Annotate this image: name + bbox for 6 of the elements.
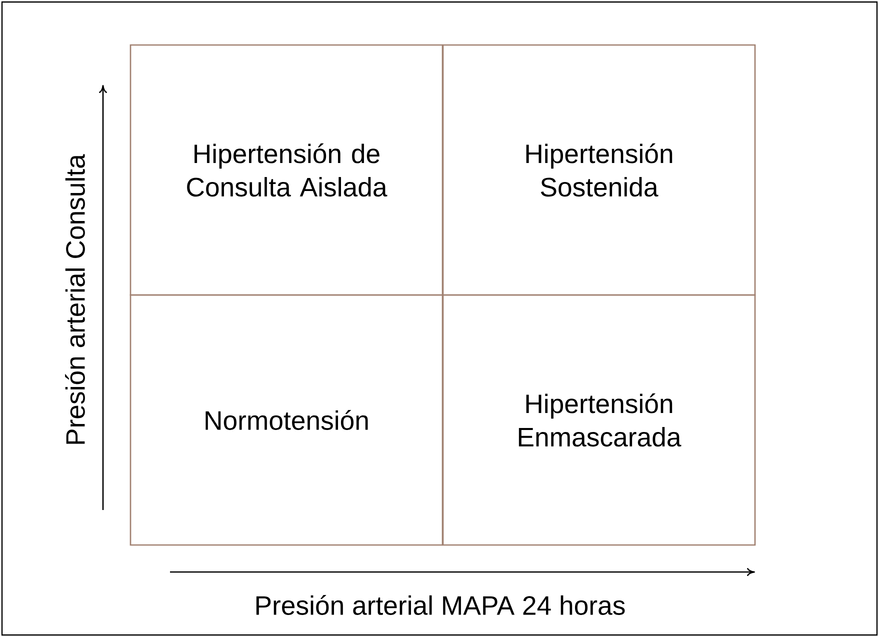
quadrant-cell: Hipertensión Sostenida bbox=[442, 44, 756, 296]
quadrant-cell: Hipertensión Enmascarada bbox=[442, 294, 756, 546]
quadrant-cell: Hipertensión de Consulta Aislada bbox=[130, 44, 444, 296]
axis-label: Presión arterial Consulta bbox=[65, 154, 85, 444]
quadrant-cell: Normotensión bbox=[130, 294, 444, 546]
axis-label: Presión arterial MAPA 24 horas bbox=[256, 595, 625, 615]
